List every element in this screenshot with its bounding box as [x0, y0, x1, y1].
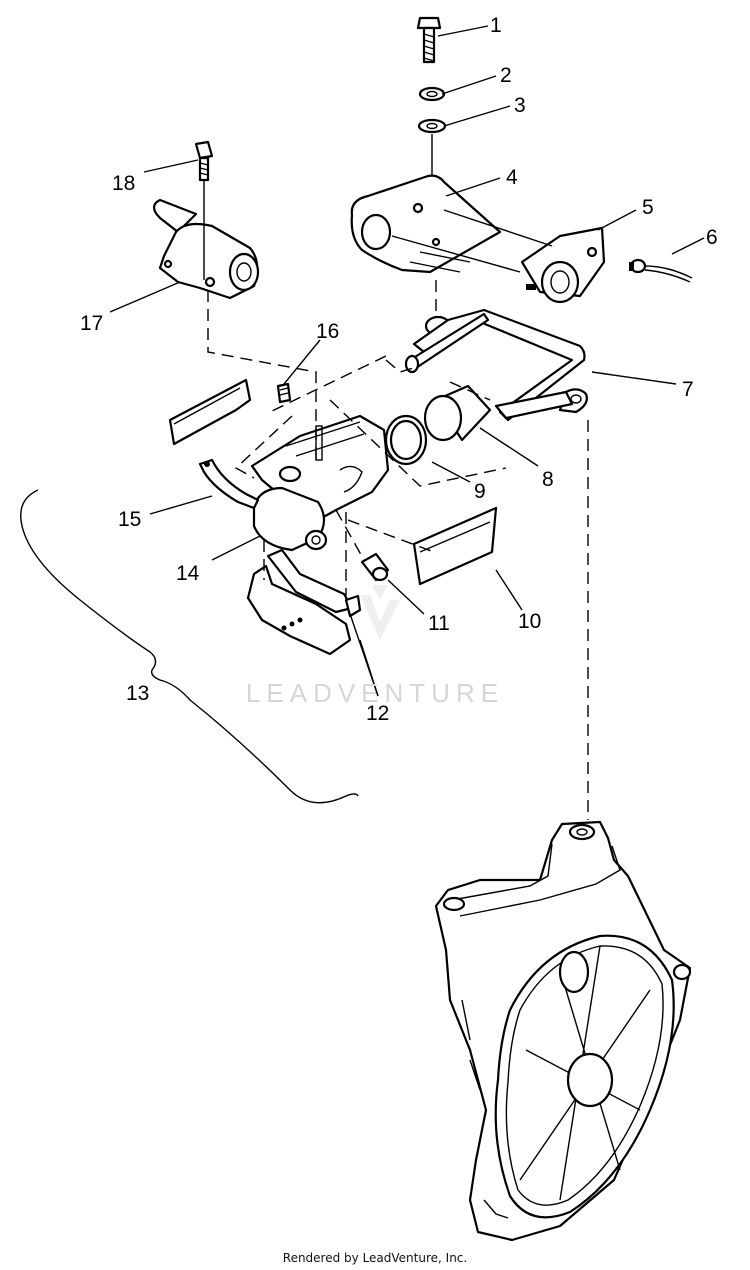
callout-9: 9	[474, 480, 486, 503]
callout-7: 7	[682, 378, 694, 401]
part-17-hose-fitting	[152, 198, 260, 300]
part-8-piston	[423, 384, 492, 442]
callout-18: 18	[112, 172, 135, 195]
callout-11: 11	[428, 612, 450, 635]
watermark-logo-mark	[360, 585, 400, 640]
callout-3: 3	[514, 94, 526, 117]
part-1-bolt	[416, 16, 442, 64]
watermark-text: LEADVENTURE	[245, 678, 505, 708]
part-16-bleeder-screw	[276, 382, 292, 404]
part-6-clip	[629, 258, 693, 283]
assembly-guide-lines	[207, 290, 589, 820]
part-9-seal	[384, 414, 428, 466]
part-4-mounting-bracket	[350, 174, 502, 274]
part-2-lock-washer	[418, 86, 446, 102]
callout-12: 12	[366, 702, 389, 725]
part-10-pad-shim-right	[412, 506, 498, 586]
part-11-fitting	[360, 552, 390, 582]
callout-10: 10	[518, 610, 541, 633]
part-3-washer	[417, 118, 447, 134]
callout-4: 4	[506, 166, 518, 189]
callout-14: 14	[176, 562, 200, 585]
callout-6: 6	[706, 226, 718, 249]
callout-13: 13	[126, 682, 149, 705]
callout-16: 16	[316, 320, 339, 343]
part-5-pivot-sleeve	[520, 226, 606, 304]
mounting-housing	[434, 820, 692, 1242]
callout-5: 5	[642, 196, 654, 219]
part-15-brake-line	[198, 458, 260, 510]
leader-lines	[109, 25, 705, 697]
callout-15: 15	[118, 508, 141, 531]
callout-1: 1	[490, 14, 502, 37]
callout-8: 8	[542, 468, 554, 491]
footer-credit: Rendered by LeadVenture, Inc.	[282, 1251, 468, 1265]
part-7-caliper-bracket	[404, 308, 588, 422]
callout-17: 17	[80, 312, 103, 335]
part-14-cylinder	[252, 486, 328, 552]
assembly-bracket-13	[20, 489, 359, 804]
part-18-bolt	[194, 140, 214, 280]
part-10-pad-shim-left	[168, 378, 252, 446]
callout-2: 2	[500, 64, 512, 87]
part-12-brake-pads	[246, 548, 362, 656]
